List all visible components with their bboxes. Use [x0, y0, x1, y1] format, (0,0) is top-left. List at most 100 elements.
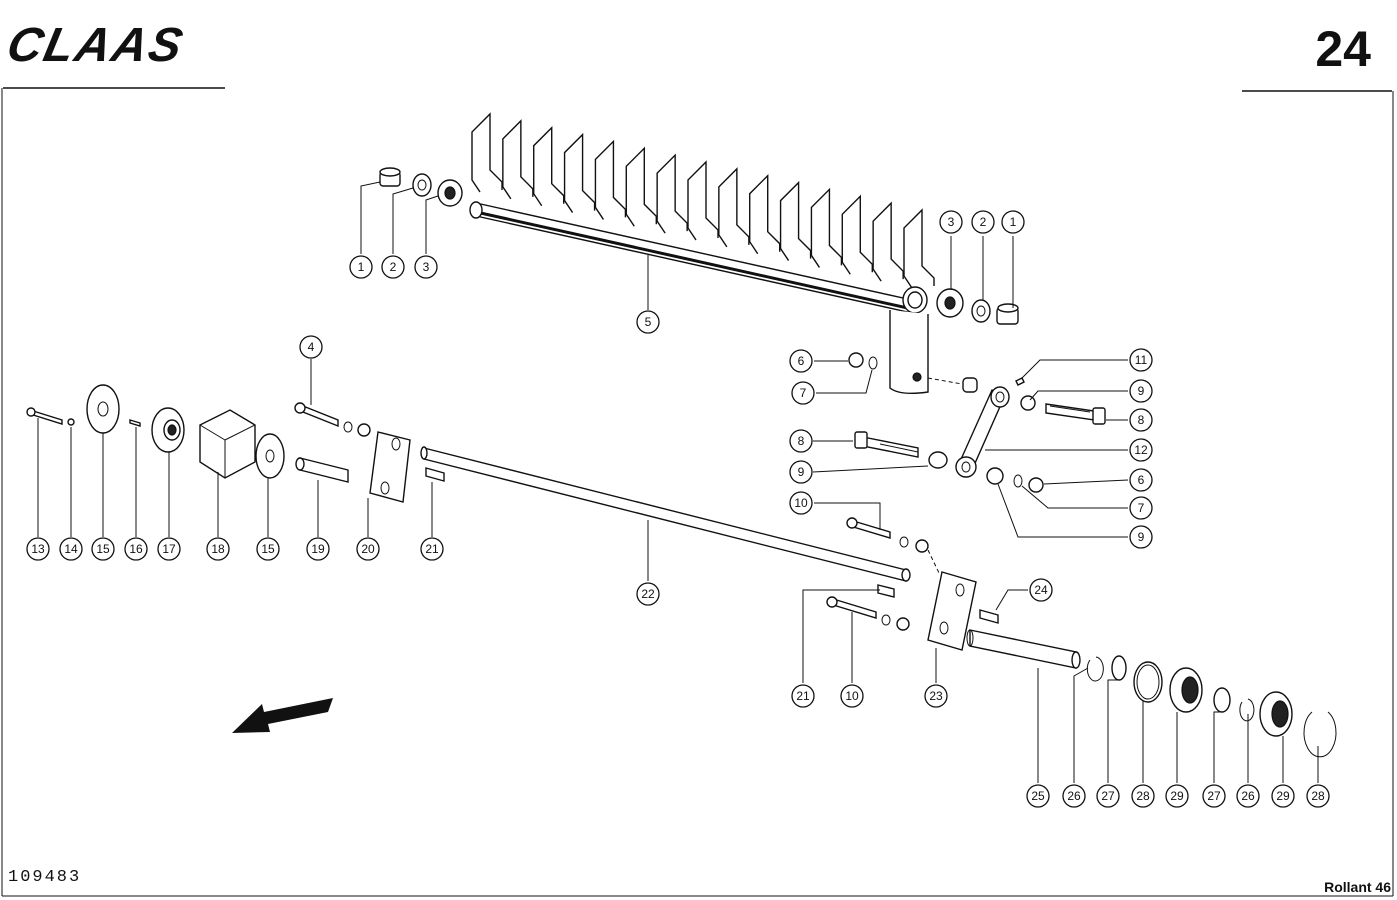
callout-label: 11 — [1135, 353, 1148, 367]
callout-label: 15 — [96, 542, 110, 556]
callout-6: 6 — [1129, 468, 1153, 492]
callout-27: 27 — [1096, 784, 1120, 808]
callout-7: 7 — [791, 381, 815, 405]
callout-label: 25 — [1031, 789, 1045, 803]
callout-2: 2 — [971, 210, 995, 234]
callout-16: 16 — [124, 537, 148, 561]
callout-label: 16 — [129, 542, 143, 556]
callout-10: 10 — [840, 684, 864, 708]
callout-label: 6 — [798, 354, 805, 368]
callout-22: 22 — [636, 582, 660, 606]
callout-15: 15 — [256, 537, 280, 561]
tine-rotor — [469, 112, 935, 395]
left-hardware — [26, 384, 445, 503]
callout-label: 2 — [980, 215, 987, 229]
callout-24: 24 — [1029, 578, 1053, 602]
frame-lines — [1, 87, 1394, 897]
rotor-tine — [872, 201, 904, 282]
rotor-tine — [687, 160, 719, 241]
callout-label: 23 — [929, 689, 943, 703]
lower-right-assembly — [826, 517, 1337, 758]
callout-label: 21 — [425, 542, 439, 556]
callout-label: 4 — [308, 340, 315, 354]
callout-5: 5 — [636, 310, 660, 334]
callout-27: 27 — [1202, 784, 1226, 808]
callout-14: 14 — [59, 537, 83, 561]
callout-9: 9 — [789, 460, 813, 484]
bearing-right — [936, 288, 964, 318]
rotor-tine — [656, 153, 688, 234]
callout-19: 19 — [306, 537, 330, 561]
rotor-tine — [718, 167, 750, 248]
rotor-tine — [502, 119, 534, 200]
callout-13: 13 — [26, 537, 50, 561]
callout-label: 3 — [948, 215, 955, 229]
callout-17: 17 — [157, 537, 181, 561]
callout-4: 4 — [299, 335, 323, 359]
main-shaft — [420, 446, 911, 582]
callout-23: 23 — [924, 684, 948, 708]
callout-label: 29 — [1276, 789, 1290, 803]
callout-label: 27 — [1101, 789, 1115, 803]
callout-label: 13 — [31, 542, 45, 556]
callout-label: 19 — [311, 542, 325, 556]
callout-label: 7 — [800, 386, 807, 400]
callout-label: 7 — [1138, 501, 1145, 515]
rotor-tine — [533, 126, 565, 207]
callout-label: 29 — [1170, 789, 1184, 803]
callout-26: 26 — [1062, 784, 1086, 808]
rotor-tine — [810, 187, 843, 268]
page-number: 24 — [1315, 21, 1371, 77]
callout-28: 28 — [1131, 784, 1155, 808]
callout-3: 3 — [939, 210, 963, 234]
callout-label: 1 — [1010, 215, 1017, 229]
bushing-left — [379, 167, 401, 187]
callout-label: 2 — [390, 260, 397, 274]
rotor-tine — [563, 132, 596, 213]
callout-8: 8 — [789, 429, 813, 453]
callout-29: 29 — [1271, 784, 1295, 808]
callout-label: 20 — [361, 542, 375, 556]
rotor-tine — [625, 146, 657, 227]
model-name: Rollant 46 — [1324, 879, 1391, 895]
bearing-left — [437, 179, 463, 207]
callout-label: 21 — [796, 689, 810, 703]
callout-label: 3 — [423, 260, 430, 274]
callout-label: 15 — [261, 542, 275, 556]
leader-lines — [37, 181, 1319, 783]
callout-29: 29 — [1165, 784, 1189, 808]
bushing-right — [996, 303, 1019, 325]
callout-18: 18 — [206, 537, 230, 561]
callout-26: 26 — [1236, 784, 1260, 808]
rotor-tine — [779, 180, 812, 261]
callout-7: 7 — [1129, 496, 1153, 520]
callout-10: 10 — [789, 491, 813, 515]
callout-6: 6 — [789, 349, 813, 373]
callout-label: 24 — [1034, 583, 1048, 597]
callout-label: 22 — [641, 587, 655, 601]
callout-3: 3 — [414, 255, 438, 279]
drawing-number: 109483 — [8, 868, 82, 887]
rotor-tine — [903, 208, 935, 289]
callout-21: 21 — [420, 537, 444, 561]
callout-label: 28 — [1136, 789, 1150, 803]
washer-left — [412, 173, 432, 197]
callout-12: 12 — [1129, 438, 1153, 462]
callout-20: 20 — [356, 537, 380, 561]
callout-label: 12 — [1134, 443, 1148, 457]
callout-label: 1 — [358, 260, 365, 274]
callout-label: 5 — [645, 315, 652, 329]
callout-9: 9 — [1129, 379, 1153, 403]
callout-label: 9 — [798, 465, 805, 479]
callout-label: 17 — [162, 542, 176, 556]
direction-arrow — [232, 698, 333, 733]
callout-15: 15 — [91, 537, 115, 561]
callout-9: 9 — [1129, 525, 1153, 549]
callout-label: 28 — [1311, 789, 1325, 803]
callout-11: 11 — [1129, 348, 1153, 372]
callout-label: 26 — [1241, 789, 1255, 803]
callout-label: 14 — [64, 542, 78, 556]
